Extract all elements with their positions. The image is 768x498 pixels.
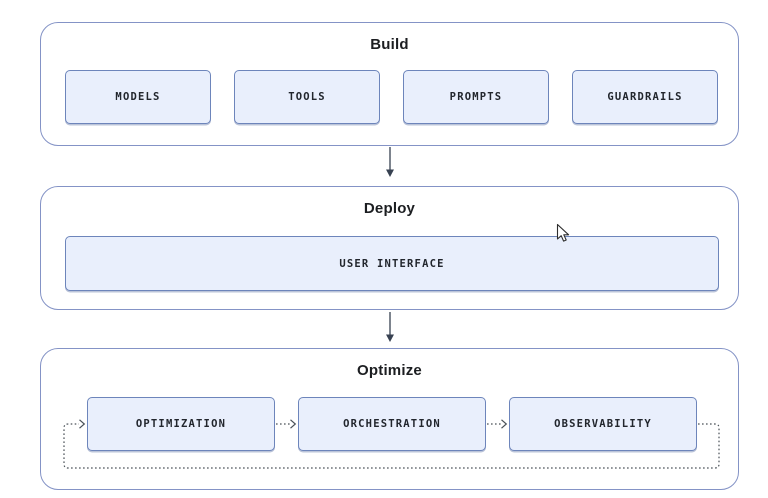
section-deploy-title: Deploy (363, 200, 416, 217)
section-optimize-title: Optimize (357, 362, 422, 379)
node-models-label: MODELS (115, 91, 161, 103)
node-user-interface-label: USER INTERFACE (339, 257, 445, 270)
node-models: MODELS (65, 70, 211, 124)
node-tools: TOOLS (234, 70, 380, 124)
node-guardrails: GUARDRAILS (572, 70, 718, 124)
arrow-build-to-deploy (386, 147, 394, 177)
node-guardrails-label: GUARDRAILS (607, 91, 683, 103)
node-optimization-label: OPTIMIZATION (135, 418, 227, 430)
node-user-interface: USER INTERFACE (65, 236, 719, 291)
section-build: Build MODELS TOOLS PROMPTS GUARDRAILS (40, 22, 739, 146)
arrowhead-down-icon (386, 334, 394, 342)
node-prompts: PROMPTS (403, 70, 549, 124)
node-observability: OBSERVABILITY (509, 397, 697, 451)
arrow-deploy-to-optimize (386, 312, 394, 342)
section-deploy: Deploy USER INTERFACE (40, 186, 739, 310)
node-prompts-label: PROMPTS (449, 91, 503, 103)
section-build-title: Build (370, 36, 409, 53)
node-observability-label: OBSERVABILITY (554, 418, 652, 430)
section-optimize: Optimize OPTIMIZATION ORCHESTRATION OBSE… (40, 348, 739, 490)
arrowhead-down-icon (386, 169, 394, 177)
node-optimization: OPTIMIZATION (87, 397, 275, 451)
node-orchestration: ORCHESTRATION (298, 397, 486, 451)
node-tools-label: TOOLS (288, 91, 326, 103)
node-orchestration-label: ORCHESTRATION (343, 418, 441, 430)
